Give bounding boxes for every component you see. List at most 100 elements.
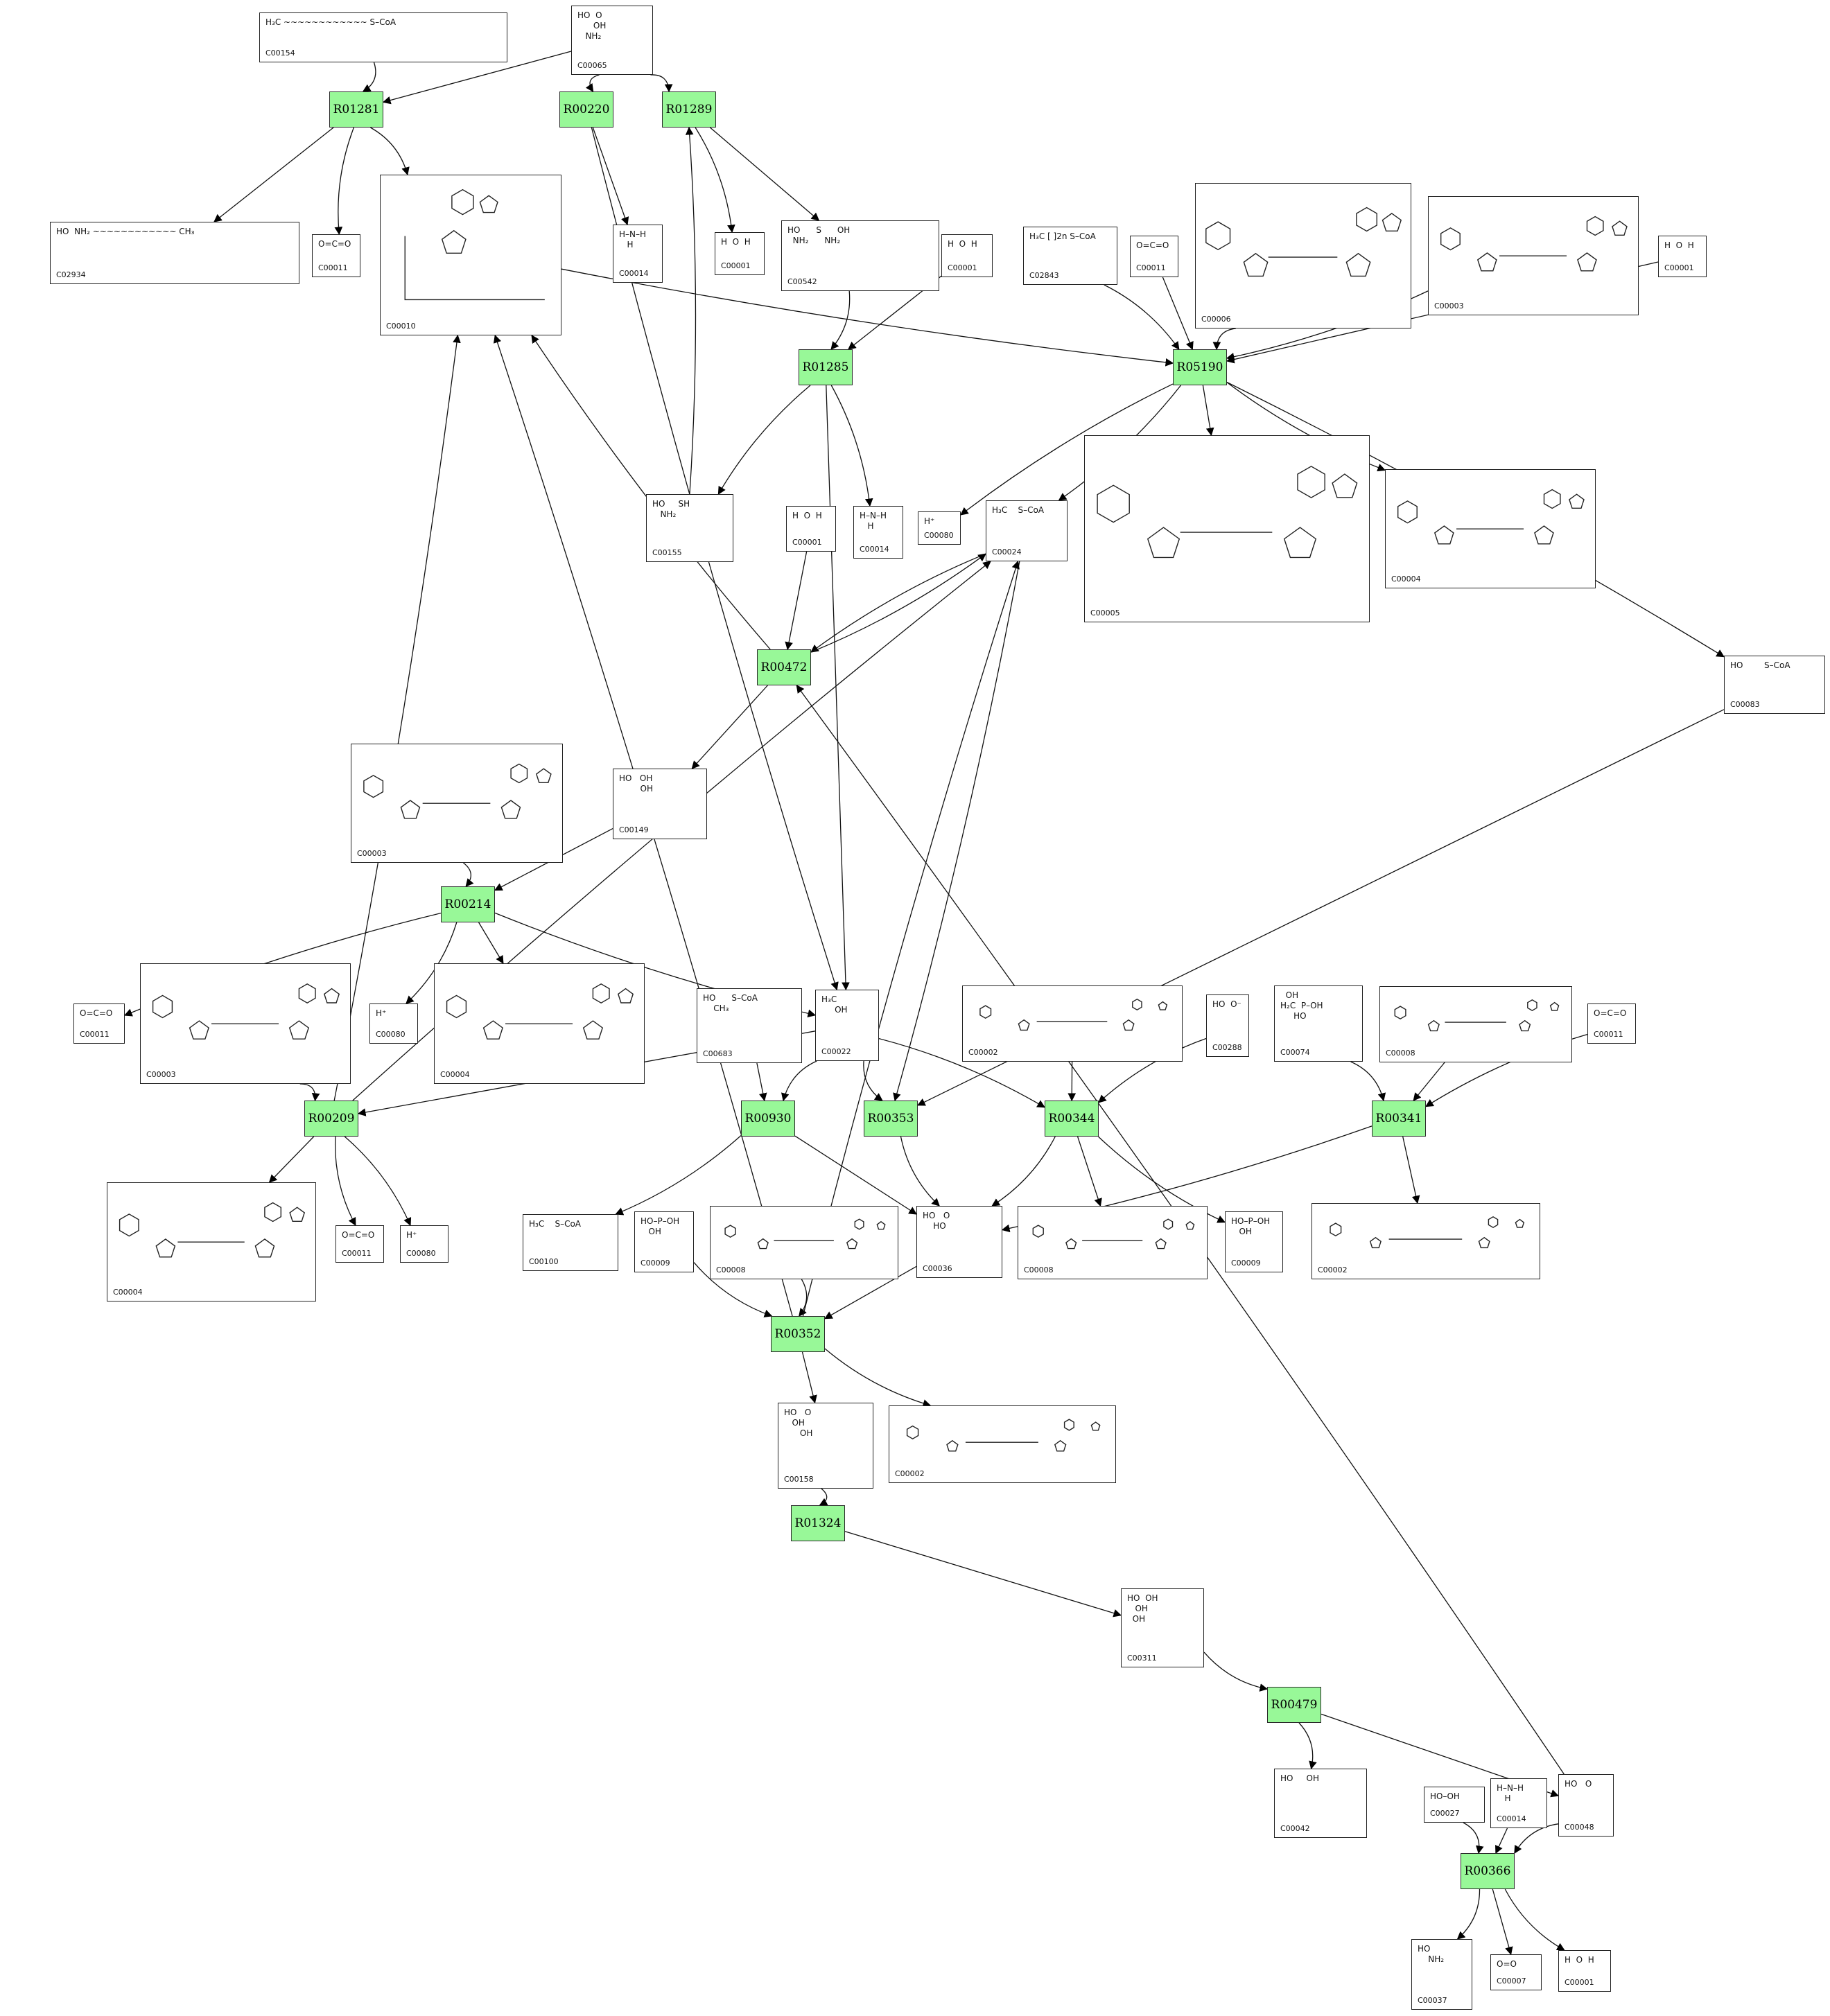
compound-id-label: C00014 [860,545,889,554]
structure-text: O=C=O [80,1008,113,1018]
structure-text: H₃C ~~~~~~~~~~~~ S–CoA [265,17,397,27]
compound-node-c00008[interactable]: C00008 [1379,986,1572,1062]
reaction-node-r00353[interactable]: R00353 [864,1101,918,1137]
compound-node-c00004[interactable]: C00004 [107,1182,316,1301]
reaction-node-r00220[interactable]: R00220 [559,91,613,128]
edge-R00341-n45 [1402,1136,1420,1204]
reaction-node-r00214[interactable]: R00214 [441,886,495,922]
compound-node-c00008[interactable]: C00008 [1018,1206,1208,1279]
structure-sketch [724,1218,886,1250]
compound-id-label: C00006 [1201,315,1231,324]
reaction-node-r00472[interactable]: R00472 [757,649,811,685]
reaction-node-r00479[interactable]: R00479 [1267,1687,1321,1723]
compound-node-c00010[interactable]: C00010 [380,175,561,335]
compound-id-label: C00002 [968,1048,998,1057]
compound-node-c00003[interactable]: C00003 [351,744,563,863]
reaction-label: R00479 [1271,1698,1318,1712]
edge-R00353-n42 [900,1136,940,1207]
reaction-label: R00366 [1464,1864,1511,1878]
compound-node-c00006[interactable]: C00006 [1195,183,1411,328]
compound-node-c00002[interactable]: C00002 [962,985,1183,1062]
reaction-node-r05190[interactable]: R05190 [1173,349,1227,385]
compound-node-c00003[interactable]: C00003 [140,963,351,1084]
reaction-node-r01289[interactable]: R01289 [662,91,716,128]
reaction-node-r00344[interactable]: R00344 [1045,1101,1099,1137]
reaction-node-r00341[interactable]: R00341 [1372,1101,1426,1137]
compound-id-label: C00011 [1594,1030,1623,1039]
compound-node-c00002[interactable]: C00002 [1312,1203,1540,1279]
reaction-node-r01324[interactable]: R01324 [791,1505,845,1541]
edge-R00220-n06 [592,127,629,226]
reaction-node-r00930[interactable]: R00930 [741,1101,795,1137]
reaction-node-r00209[interactable]: R00209 [304,1101,358,1137]
structure-text: HO S–CoA CH₃ [703,993,758,1013]
structure-text: H–N–H H [1497,1783,1524,1803]
compound-node-c00003[interactable]: C00003 [1428,196,1639,315]
compound-node-c00008[interactable]: C00008 [710,1206,898,1279]
compound-id-label: C00003 [146,1070,176,1079]
compound-node-c00080[interactable]: H⁺C00080 [400,1225,448,1263]
structure-text: O=C=O [342,1230,375,1240]
edge-n05-R05190 [561,268,1174,367]
reaction-node-r00352[interactable]: R00352 [771,1316,825,1352]
compound-id-label: C00004 [113,1288,143,1297]
compound-node-c00080[interactable]: H⁺C00080 [918,511,961,545]
structure-sketch [1397,489,1585,545]
edge-R01289-n08 [709,127,820,221]
compound-node-c00002[interactable]: C00002 [889,1405,1116,1483]
compound-node-c00288[interactable]: HO O⁻C00288 [1206,994,1249,1057]
compound-id-label: C00027 [1430,1809,1460,1818]
reaction-node-r01285[interactable]: R01285 [799,349,853,385]
compound-node-c00005[interactable]: C00005 [1084,435,1370,622]
structure-text: O=O [1497,1959,1517,1969]
reaction-node-r01281[interactable]: R01281 [329,91,383,128]
compound-id-label: C00014 [619,269,649,278]
compound-node-c00080[interactable]: H⁺C00080 [369,1003,418,1044]
compound-node-c00004[interactable]: C00004 [434,963,645,1084]
compound-node-c00004[interactable]: C00004 [1385,469,1596,588]
edge-n34-R00341 [1413,1062,1445,1101]
edge-n10-R05190 [1104,284,1180,350]
edge-R00366-n55 [1504,1888,1565,1951]
edge-R00472-n24 [691,685,768,769]
reaction-node-r00366[interactable]: R00366 [1461,1853,1515,1889]
structure-text: HO O OH NH₂ [577,10,607,41]
